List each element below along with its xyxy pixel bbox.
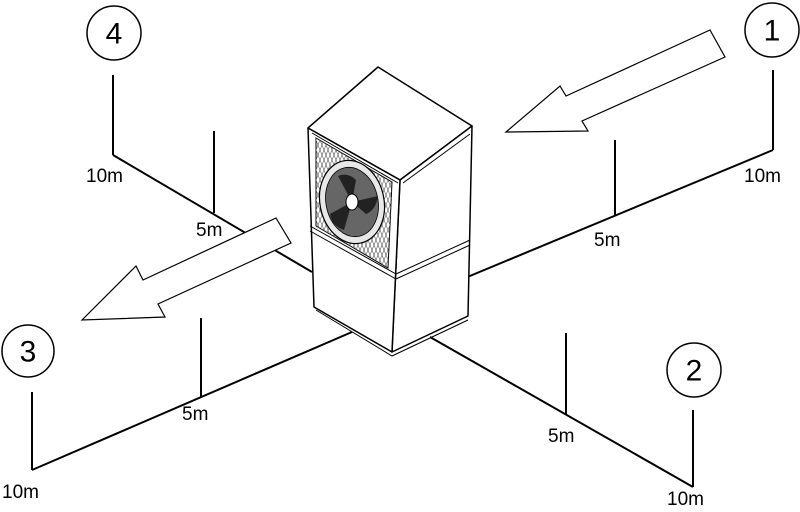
label-dir4-far: 10m xyxy=(86,166,123,187)
axis-direction-2 xyxy=(429,333,694,488)
unit-front-split xyxy=(309,225,397,275)
label-dir1-far: 10m xyxy=(744,166,781,187)
axis-line-1 xyxy=(464,149,774,279)
unit-side-split xyxy=(395,239,471,275)
label-dir2-near: 5m xyxy=(548,426,574,447)
marker-1: 1 xyxy=(744,2,800,58)
marker-4: 4 xyxy=(86,5,142,61)
axis-line-3 xyxy=(31,331,353,471)
airflow-intake-arrow-icon xyxy=(504,29,726,133)
heat-pump-unit xyxy=(252,66,473,357)
unit-base xyxy=(315,309,469,357)
fan-icon xyxy=(318,159,386,245)
axis-line-2 xyxy=(429,336,694,488)
fan-blade xyxy=(330,202,352,230)
marker-3-number: 3 xyxy=(20,336,37,369)
marker-3: 3 xyxy=(1,324,55,378)
label-dir1-near: 5m xyxy=(594,230,620,251)
axis-line-4 xyxy=(112,154,313,273)
marker-2-number: 2 xyxy=(686,355,703,388)
fan-hub xyxy=(345,193,359,211)
axis-direction-4 xyxy=(112,75,313,273)
marker-2: 2 xyxy=(666,342,722,398)
unit-top-edge-inner xyxy=(311,132,399,184)
marker-1-number: 1 xyxy=(764,15,781,48)
fan-blade xyxy=(352,196,378,214)
airflow-exhaust-arrow-icon xyxy=(80,217,292,321)
unit-front-split-2 xyxy=(309,230,397,280)
marker-4-number: 4 xyxy=(106,18,123,51)
label-dir3-near: 5m xyxy=(182,404,208,425)
axis-direction-3 xyxy=(31,318,353,471)
unit-side-edge-inner xyxy=(402,133,471,184)
grille-line xyxy=(252,130,312,280)
label-dir4-near: 5m xyxy=(196,220,222,241)
grille-line xyxy=(252,130,312,280)
label-dir2-far: 10m xyxy=(667,489,704,510)
label-dir3-far: 10m xyxy=(2,482,39,503)
axis-direction-1 xyxy=(464,70,774,279)
unit-side-split-2 xyxy=(395,244,471,280)
